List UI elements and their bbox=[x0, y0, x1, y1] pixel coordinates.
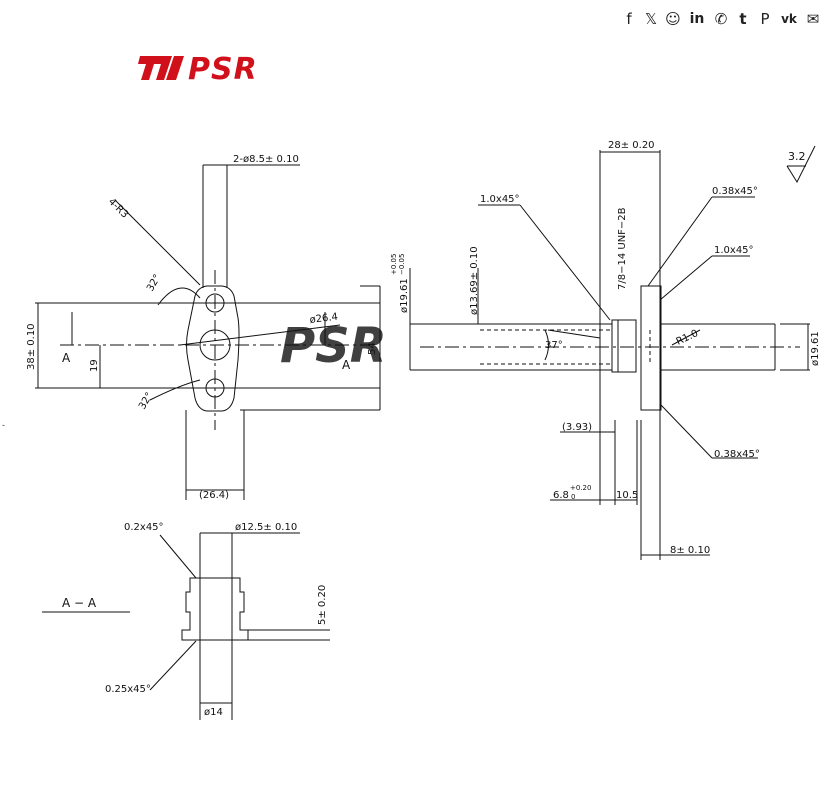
bore-dia-label: ø26.4 bbox=[309, 312, 339, 326]
width-dim-label: (26.4) bbox=[199, 490, 229, 501]
email-icon[interactable]: ✉ bbox=[806, 9, 820, 28]
section-a-left: A bbox=[62, 351, 71, 365]
hole-dim: 2-ø8.5± 0.10 bbox=[233, 154, 299, 165]
front-view bbox=[35, 164, 381, 500]
chamfer-bottom-label: 0.25x45° bbox=[105, 684, 151, 695]
half-dim-label: 19 bbox=[89, 359, 100, 372]
reddit-icon[interactable]: ☺ bbox=[665, 9, 681, 28]
side-view-labels: 28± 0.20 1.0x45° 7/8−14 UNF−2B 0.38x45° … bbox=[390, 140, 821, 556]
roughness-label: 3.2 bbox=[788, 150, 806, 163]
angle-bottom-label: 32° bbox=[137, 391, 155, 412]
dia-1961-label: ø19.61 bbox=[399, 278, 410, 313]
logo-text: PSR bbox=[188, 52, 258, 84]
linkedin-icon[interactable]: in bbox=[689, 11, 705, 27]
chamfer-1-label: 1.0x45° bbox=[480, 194, 520, 205]
section-a-right: A bbox=[342, 358, 351, 372]
dim-8-label: 8± 0.10 bbox=[670, 545, 710, 556]
dia-right-label: ø19.61 bbox=[810, 331, 821, 366]
dim-393-label: (3.93) bbox=[562, 422, 592, 433]
radius-r1-label: R1.0 bbox=[675, 328, 700, 348]
watermark: PSR bbox=[280, 318, 387, 374]
psr-logo[interactable]: PSR bbox=[134, 50, 300, 84]
dia-top-label: ø12.5± 0.10 bbox=[235, 522, 297, 533]
height-label: 5± 0.20 bbox=[317, 585, 328, 625]
height-dim-label: 38± 0.10 bbox=[26, 323, 37, 370]
vk-icon[interactable]: vk bbox=[781, 12, 797, 26]
whatsapp-icon[interactable]: ✆ bbox=[714, 9, 728, 28]
chamfer-2-label: 0.38x45° bbox=[712, 186, 758, 197]
overall-dim-label: 54 bbox=[367, 342, 378, 355]
section-view-labels: A − A 0.2x45° ø12.5± 0.10 5± 0.20 0.25x4… bbox=[62, 522, 328, 718]
facebook-icon[interactable]: f bbox=[626, 9, 632, 28]
angle-37-label: 37° bbox=[545, 340, 563, 351]
dia-1369-label: ø13.69± 0.10 bbox=[469, 246, 480, 315]
logo-mark bbox=[138, 56, 184, 80]
front-view-labels: 2-ø8.5± 0.10 4-R3 32° 32° ø26.4 38± 0.10… bbox=[26, 154, 378, 501]
angle-top-label: 32° bbox=[145, 273, 163, 294]
pinterest-icon[interactable]: P bbox=[760, 9, 770, 28]
dim-68-label: 6.8 bbox=[553, 490, 569, 501]
section-title: A − A bbox=[62, 596, 97, 610]
dia-lower-tol: −0.05 bbox=[398, 254, 406, 275]
side-view bbox=[409, 145, 816, 560]
thread-label: 7/8−14 UNF−2B bbox=[617, 207, 628, 290]
chamfer-3-label: 1.0x45° bbox=[714, 245, 754, 256]
section-view bbox=[42, 532, 330, 720]
dia-bottom-label: ø14 bbox=[204, 707, 223, 718]
radius-label: 4-R3 bbox=[106, 196, 130, 220]
dia-upper-tol: +0.05 bbox=[390, 254, 398, 275]
stray-mark: - bbox=[2, 420, 5, 430]
dim-68-lower: 0 bbox=[571, 493, 575, 501]
x-icon[interactable]: 𝕏 bbox=[644, 9, 658, 28]
chamfer-top-label: 0.2x45° bbox=[124, 522, 164, 533]
dim-105-label: 10.5 bbox=[616, 490, 638, 501]
dim-68-upper: +0.20 bbox=[570, 484, 591, 492]
share-bar: f 𝕏 ☺ in ✆ t P vk ✉ bbox=[621, 10, 821, 28]
length-dim-label: 28± 0.20 bbox=[608, 140, 655, 151]
tumblr-icon[interactable]: t bbox=[739, 9, 747, 28]
chamfer-4-label: 0.38x45° bbox=[714, 449, 760, 460]
